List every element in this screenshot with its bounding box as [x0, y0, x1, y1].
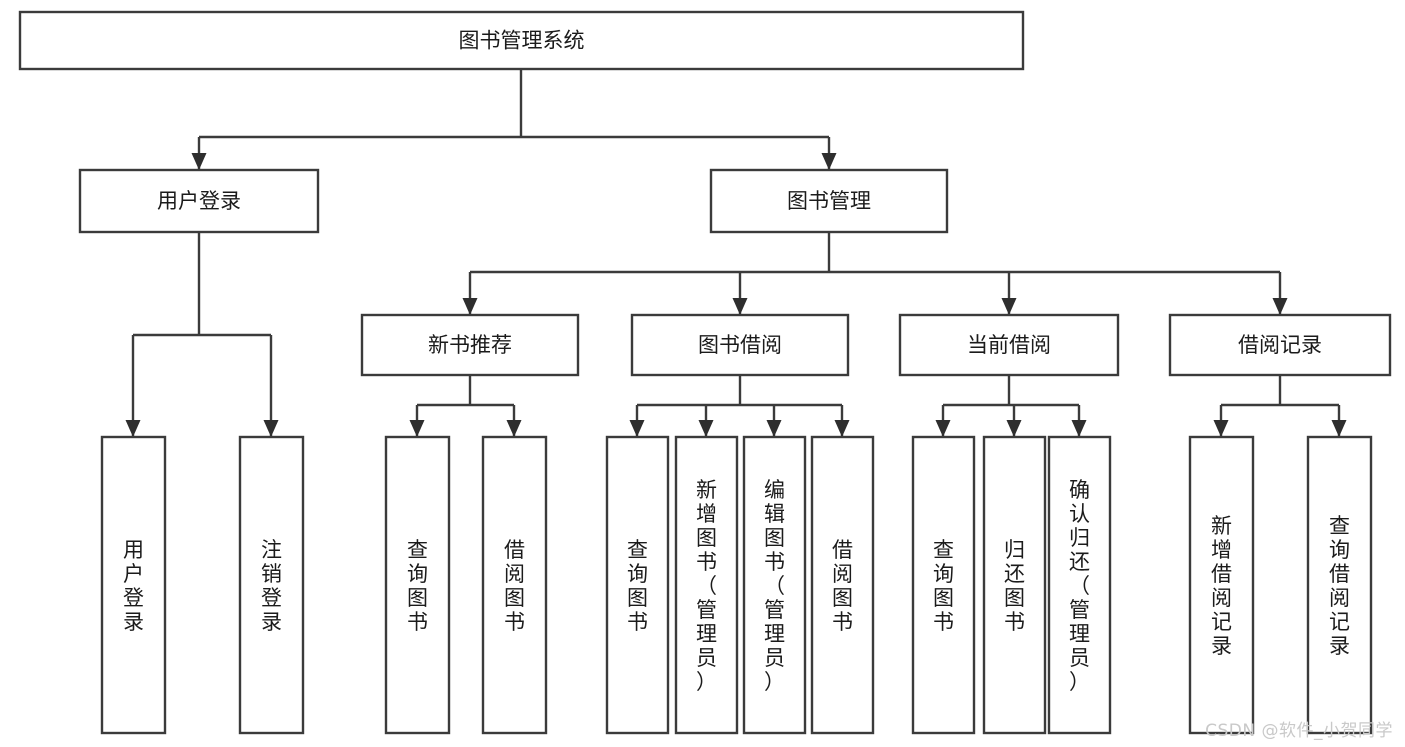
node-借阅记录-label: 借阅记录 [1238, 333, 1322, 357]
arrowhead-icon [1213, 420, 1229, 437]
node-注销登录[interactable]: 注销登录 [238, 435, 305, 735]
node-用户登录[interactable]: 用户登录 [100, 435, 167, 735]
node-新书推荐-label: 新书推荐 [428, 333, 512, 357]
node-用户登录-label: 用户登录 [123, 538, 144, 634]
node-查询图书-label: 查询图书 [933, 538, 954, 634]
arrowhead-icon [1272, 298, 1288, 315]
node-确认归还管理员-label: 确认归还（管理员） [1069, 478, 1090, 694]
node-编辑图书管理员-box[interactable] [742, 435, 807, 735]
arrowhead-icon [629, 420, 645, 437]
node-图书管理-label: 图书管理 [787, 189, 871, 213]
node-借阅图书-label: 借阅图书 [504, 538, 525, 634]
node-查询图书[interactable]: 查询图书 [605, 435, 670, 735]
node-借阅图书-box[interactable] [810, 435, 875, 735]
node-新增图书管理员-box[interactable] [674, 435, 739, 735]
node-新增图书管理员[interactable]: 新增图书（管理员） [674, 435, 739, 735]
node-注销登录-label: 注销登录 [261, 538, 282, 634]
node-归还图书[interactable]: 归还图书 [982, 435, 1047, 735]
node-新书推荐[interactable]: 新书推荐 [360, 313, 580, 377]
arrowhead-icon [1001, 298, 1017, 315]
node-注销登录-box[interactable] [238, 435, 305, 735]
node-归还图书-box[interactable] [982, 435, 1047, 735]
node-查询借阅记录-label: 查询借阅记录 [1329, 514, 1350, 658]
node-新增图书管理员-label: 新增图书（管理员） [696, 478, 717, 694]
connector-node-图书管理 [462, 232, 1288, 315]
arrowhead-icon [1006, 420, 1022, 437]
node-查询图书-box[interactable] [911, 435, 976, 735]
node-查询图书-box[interactable] [605, 435, 670, 735]
connector-layer [125, 69, 1347, 437]
node-图书管理-box[interactable] [709, 168, 949, 234]
connector-node-新书推荐 [409, 375, 522, 437]
node-查询图书-label: 查询图书 [407, 538, 428, 634]
node-用户登录[interactable]: 用户登录 [78, 168, 320, 234]
node-借阅记录[interactable]: 借阅记录 [1168, 313, 1392, 377]
arrowhead-icon [506, 420, 522, 437]
arrowhead-icon [732, 298, 748, 315]
node-借阅记录-box[interactable] [1168, 313, 1392, 377]
node-新增借阅记录-box[interactable] [1188, 435, 1255, 735]
arrowhead-icon [834, 420, 850, 437]
node-查询图书-box[interactable] [384, 435, 451, 735]
node-查询图书[interactable]: 查询图书 [384, 435, 451, 735]
node-layer: 图书管理系统用户登录图书管理新书推荐图书借阅当前借阅借阅记录用户登录注销登录查询… [18, 10, 1392, 735]
node-查询借阅记录[interactable]: 查询借阅记录 [1306, 435, 1373, 735]
arrowhead-icon [698, 420, 714, 437]
connector-node-图书借阅 [629, 375, 850, 437]
node-借阅图书-box[interactable] [481, 435, 548, 735]
node-借阅图书[interactable]: 借阅图书 [481, 435, 548, 735]
arrowhead-icon [935, 420, 951, 437]
node-新书推荐-box[interactable] [360, 313, 580, 377]
connector-node-借阅记录 [1213, 375, 1347, 437]
arrowhead-icon [462, 298, 478, 315]
node-当前借阅-label: 当前借阅 [967, 333, 1051, 357]
node-新增借阅记录-label: 新增借阅记录 [1211, 514, 1232, 658]
node-归还图书-label: 归还图书 [1004, 538, 1025, 634]
node-图书借阅-label: 图书借阅 [698, 333, 782, 357]
node-确认归还管理员[interactable]: 确认归还（管理员） [1047, 435, 1112, 735]
arrowhead-icon [821, 153, 837, 170]
node-新增借阅记录[interactable]: 新增借阅记录 [1188, 435, 1255, 735]
node-用户登录-box[interactable] [78, 168, 320, 234]
node-查询图书-label: 查询图书 [627, 538, 648, 634]
node-编辑图书管理员-label: 编辑图书（管理员） [764, 478, 785, 694]
node-当前借阅-box[interactable] [898, 313, 1120, 377]
node-确认归还管理员-box[interactable] [1047, 435, 1112, 735]
arrowhead-icon [1071, 420, 1087, 437]
node-图书借阅[interactable]: 图书借阅 [630, 313, 850, 377]
arrowhead-icon [409, 420, 425, 437]
arrowhead-icon [1331, 420, 1347, 437]
node-编辑图书管理员[interactable]: 编辑图书（管理员） [742, 435, 807, 735]
node-图书管理系统-box[interactable] [18, 10, 1025, 71]
arrowhead-icon [766, 420, 782, 437]
node-图书管理系统[interactable]: 图书管理系统 [18, 10, 1025, 71]
node-用户登录-label: 用户登录 [157, 189, 241, 213]
node-借阅图书[interactable]: 借阅图书 [810, 435, 875, 735]
connector-node-当前借阅 [935, 375, 1087, 437]
node-查询借阅记录-box[interactable] [1306, 435, 1373, 735]
arrowhead-icon [191, 153, 207, 170]
node-查询图书[interactable]: 查询图书 [911, 435, 976, 735]
node-当前借阅[interactable]: 当前借阅 [898, 313, 1120, 377]
node-用户登录-box[interactable] [100, 435, 167, 735]
node-图书借阅-box[interactable] [630, 313, 850, 377]
arrowhead-icon [125, 420, 141, 437]
node-图书管理[interactable]: 图书管理 [709, 168, 949, 234]
connector-node-图书管理系统 [191, 69, 837, 170]
node-借阅图书-label: 借阅图书 [832, 538, 853, 634]
node-图书管理系统-label: 图书管理系统 [459, 29, 585, 53]
connector-node-用户登录 [125, 232, 279, 437]
arrowhead-icon [263, 420, 279, 437]
